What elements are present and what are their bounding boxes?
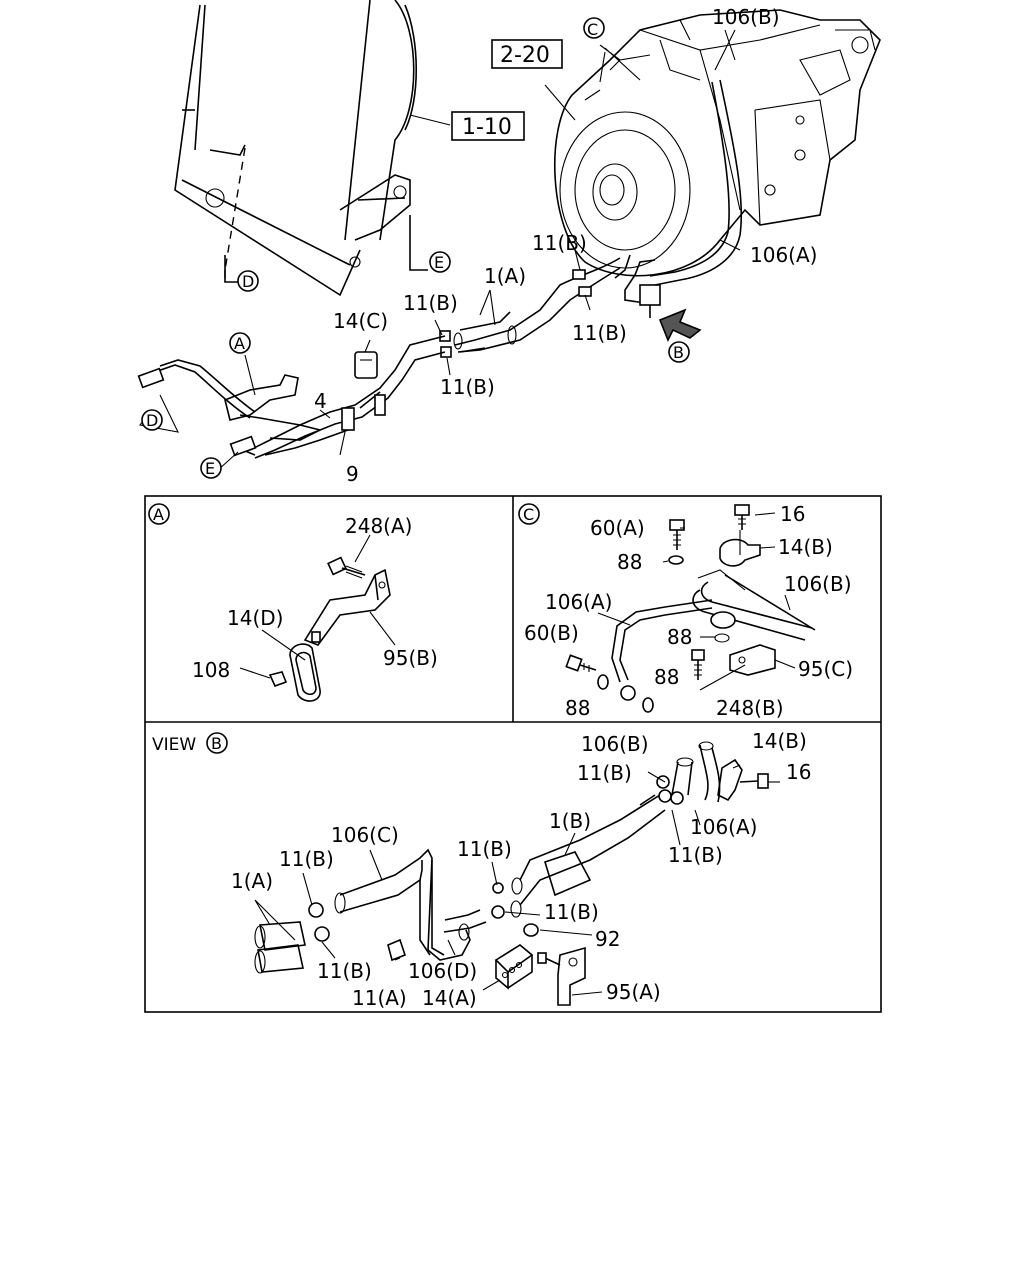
view-b-label-11a: 11(A) — [352, 986, 407, 1010]
callout-a: A — [234, 334, 245, 353]
ref-1-10: 1-10 — [462, 115, 512, 140]
panel-c-label-16: 16 — [780, 502, 805, 526]
detail-panel-c: C — [518, 502, 853, 720]
panel-c-label-95c: 95(C) — [798, 657, 853, 681]
view-b-label-92: 92 — [595, 927, 620, 951]
panel-c-label-60b: 60(B) — [524, 621, 579, 645]
panel-c-label-60a: 60(A) — [590, 516, 645, 540]
callout-b: B — [673, 343, 684, 362]
view-b-title: VIEW — [152, 735, 196, 755]
label-4: 4 — [314, 389, 327, 413]
label-11b-mid: 11(B) — [572, 321, 627, 345]
panel-c-label-88-right: 88 — [654, 665, 679, 689]
panel-c-label-88-bottom: 88 — [565, 696, 590, 720]
oil-cooler-radiator — [174, 0, 428, 297]
callout-e-top: E — [434, 253, 444, 272]
view-b-tag: B — [211, 734, 222, 753]
view-b-label-106a: 106(A) — [690, 815, 757, 839]
panel-a-label-108: 108 — [192, 658, 230, 682]
label-106a-top: 106(A) — [750, 243, 817, 267]
callout-e-left: E — [205, 459, 215, 478]
view-b-label-1b: 1(B) — [549, 809, 591, 833]
callout-d-left: D — [146, 411, 158, 430]
view-b-label-95a: 95(A) — [606, 980, 661, 1004]
view-b-label-11b-4: 11(B) — [279, 847, 334, 871]
transmission-assembly — [553, 9, 881, 277]
detail-panel-a: A 248(A) 14(D) 108 95(B) — [148, 503, 438, 702]
panel-c-tag: C — [523, 505, 534, 524]
callout-c: C — [587, 20, 598, 39]
view-b-label-11b-1: 11(B) — [577, 761, 632, 785]
view-b-label-11b-3: 11(B) — [668, 843, 723, 867]
panel-a-label-248a: 248(A) — [345, 514, 412, 538]
detail-panel-view-b: VIEW B — [152, 729, 811, 1010]
ref-2-20: 2-20 — [500, 43, 550, 68]
view-b-label-106d: 106(D) — [408, 959, 477, 983]
label-1a-top: 1(A) — [484, 264, 526, 288]
panel-a-label-14d: 14(D) — [227, 606, 283, 630]
view-b-label-14a: 14(A) — [422, 986, 477, 1010]
panel-c-label-106b: 106(B) — [784, 572, 852, 596]
panel-a-label-95b: 95(B) — [383, 646, 438, 670]
panel-c-label-106a: 106(A) — [545, 590, 612, 614]
callout-d-top: D — [242, 272, 254, 291]
panel-c-label-88-top: 88 — [617, 550, 642, 574]
label-11b-left: 11(B) — [403, 291, 458, 315]
label-11b-low: 11(B) — [440, 375, 495, 399]
view-b-label-106b: 106(B) — [581, 732, 649, 756]
view-b-label-11b-2: 11(B) — [457, 837, 512, 861]
view-b-label-106c: 106(C) — [331, 823, 399, 847]
view-b-label-16: 16 — [786, 760, 811, 784]
view-b-label-11b-6: 11(B) — [317, 959, 372, 983]
label-14c: 14(C) — [333, 309, 388, 333]
main-assembly — [137, 0, 881, 471]
label-106b-top: 106(B) — [712, 5, 780, 29]
view-b-label-14b: 14(B) — [752, 729, 807, 753]
panel-c-label-14b: 14(B) — [778, 535, 833, 559]
view-b-label-1a: 1(A) — [231, 869, 273, 893]
panel-c-label-88-mid: 88 — [667, 625, 692, 649]
label-11b-top: 11(B) — [532, 231, 587, 255]
panel-c-label-248b: 248(B) — [716, 696, 784, 720]
label-9: 9 — [346, 462, 359, 486]
panel-a-tag: A — [153, 505, 164, 524]
view-b-label-11b-5: 11(B) — [544, 900, 599, 924]
